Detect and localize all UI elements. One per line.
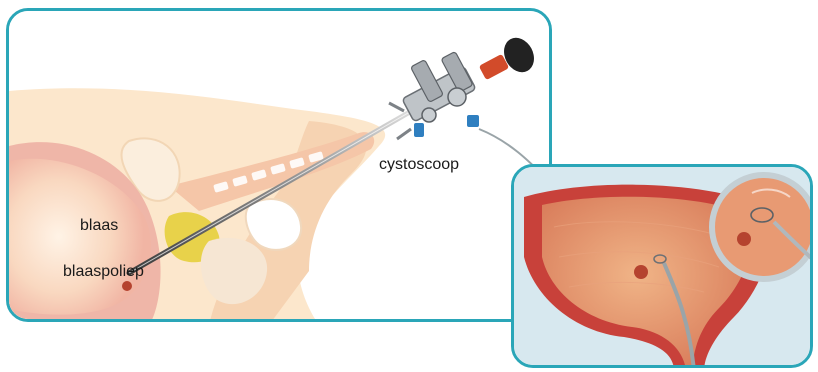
inset-drawing: [514, 167, 813, 368]
magnifier-lens-icon: [712, 175, 813, 279]
inset-polyp: [634, 265, 648, 279]
bladder-polyp-label: blaaspoliep: [63, 263, 144, 281]
cystoscope-label: cystoscoop: [379, 156, 459, 174]
bladder-label: blaas: [80, 217, 118, 235]
bladder-inset: [511, 164, 813, 368]
polyp: [122, 281, 132, 291]
